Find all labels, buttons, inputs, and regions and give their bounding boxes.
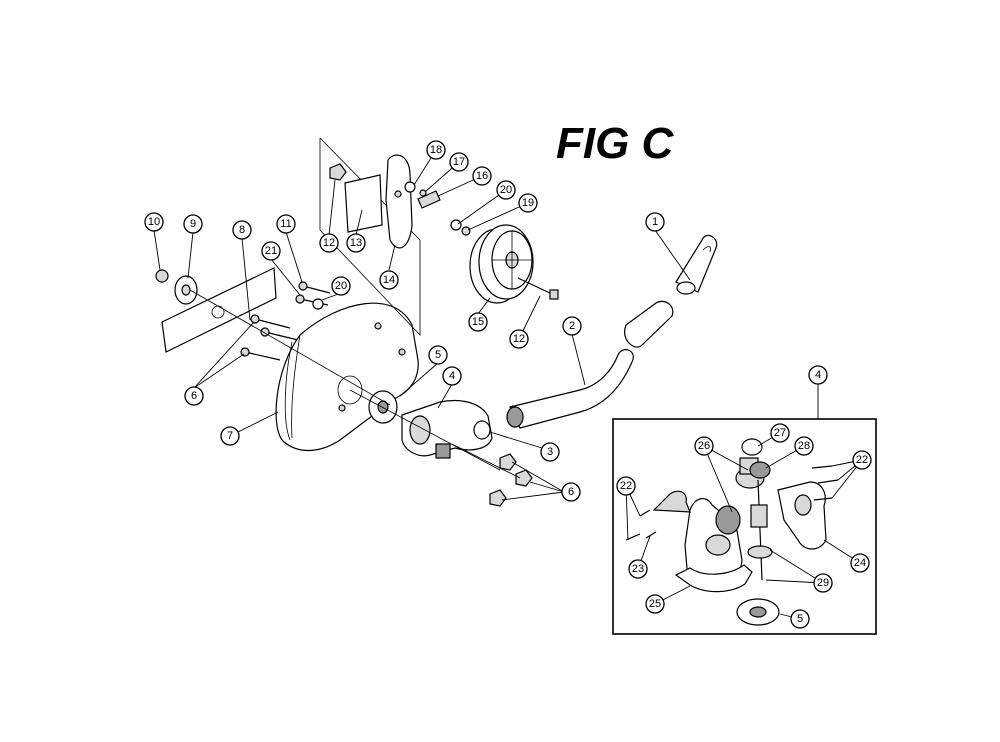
callout-6-right: 6 [561,482,581,502]
callout-18: 18 [426,140,446,160]
svg-text:3: 3 [547,446,553,458]
svg-text:25: 25 [649,598,661,610]
inset-shaft-29 [747,479,773,581]
bolt-12 [517,277,559,300]
inset-gear-28 [749,461,771,479]
svg-text:8: 8 [239,224,245,236]
callout-28: 28 [794,436,814,456]
callout-19: 19 [518,193,538,213]
tube-2 [506,349,634,429]
callout-14: 14 [379,270,399,290]
arm-14 [385,154,413,249]
callout-13: 13 [346,233,366,253]
callout-22-left: 22 [616,476,636,496]
callout-5-main: 5 [428,345,448,365]
washer-20-nut-19 [450,219,471,236]
callout-20-guard: 20 [331,276,351,296]
svg-text:24: 24 [854,557,866,569]
callout-1: 1 [645,212,665,232]
callout-11: 11 [276,214,296,234]
callout-26: 26 [694,436,714,456]
callout-20-wheel: 20 [496,180,516,200]
svg-text:20: 20 [335,280,347,292]
inset-screw-23 [645,531,657,539]
callout-4-inset: 4 [808,365,828,385]
svg-text:11: 11 [280,218,291,230]
callout-22-right: 22 [852,450,872,470]
svg-text:19: 19 [522,197,534,209]
small-parts-16-17-18 [404,181,441,209]
handle-1 [675,234,718,295]
svg-text:6: 6 [568,486,574,498]
tube-upper [624,300,674,348]
nut-10 [155,269,169,283]
collar-5 [368,390,398,424]
bracket-frame [319,138,421,336]
svg-text:18: 18 [430,144,442,156]
svg-text:22: 22 [856,454,868,466]
svg-text:28: 28 [798,440,810,452]
svg-text:4: 4 [449,370,455,382]
svg-text:10: 10 [148,216,160,228]
svg-text:2: 2 [569,320,575,332]
callout-10: 10 [144,212,164,232]
callout-12-top: 12 [319,233,339,253]
gear-housing-4 [401,399,493,459]
callout-6-left: 6 [184,386,204,406]
callout-7: 7 [220,426,240,446]
svg-text:4: 4 [815,369,821,381]
inset-bearing-27 [741,438,763,456]
callout-5-inset: 5 [790,609,810,629]
callout-9: 9 [183,214,203,234]
callout-16: 16 [472,166,492,186]
callout-24: 24 [850,553,870,573]
inset-cover-24 [777,481,827,550]
svg-text:12: 12 [513,333,525,345]
assembly-axis-lines [189,289,521,479]
svg-text:5: 5 [435,349,441,361]
svg-text:5: 5 [797,613,803,625]
callout-12-bolt: 12 [509,329,529,349]
svg-text:20: 20 [500,184,512,196]
svg-text:29: 29 [817,577,829,589]
svg-text:14: 14 [383,274,395,286]
bracket-13 [344,174,383,233]
svg-text:21: 21 [265,245,277,257]
svg-text:17: 17 [453,156,465,168]
svg-text:22: 22 [620,480,632,492]
svg-text:15: 15 [472,316,484,328]
callout-3: 3 [540,442,560,462]
svg-text:1: 1 [652,216,658,228]
svg-text:12: 12 [323,237,335,249]
callout-4-main: 4 [442,366,462,386]
wheel-15 [469,224,534,304]
callout-8: 8 [232,220,252,240]
svg-text:6: 6 [191,390,197,402]
figure-title: FIG C [556,119,675,168]
nut-12-top [329,163,347,181]
callout-29: 29 [813,573,833,593]
callout-15: 15 [468,312,488,332]
guard-plate-8 [161,267,277,353]
callout-2: 2 [562,316,582,336]
svg-text:26: 26 [698,440,710,452]
svg-text:16: 16 [476,170,488,182]
callout-17: 17 [449,152,469,172]
nuts-6-right [489,453,533,507]
svg-text:27: 27 [774,427,786,439]
svg-text:13: 13 [350,237,362,249]
svg-text:23: 23 [632,563,644,575]
callout-23: 23 [628,559,648,579]
callout-25: 25 [645,594,665,614]
screws-11-21 [295,281,331,310]
svg-text:7: 7 [227,430,233,442]
washer-9 [174,275,198,305]
inset-collar-5 [736,598,780,626]
callout-21: 21 [261,241,281,261]
callout-27: 27 [770,423,790,443]
blade-guard-7 [275,302,419,452]
svg-text:9: 9 [190,218,196,230]
